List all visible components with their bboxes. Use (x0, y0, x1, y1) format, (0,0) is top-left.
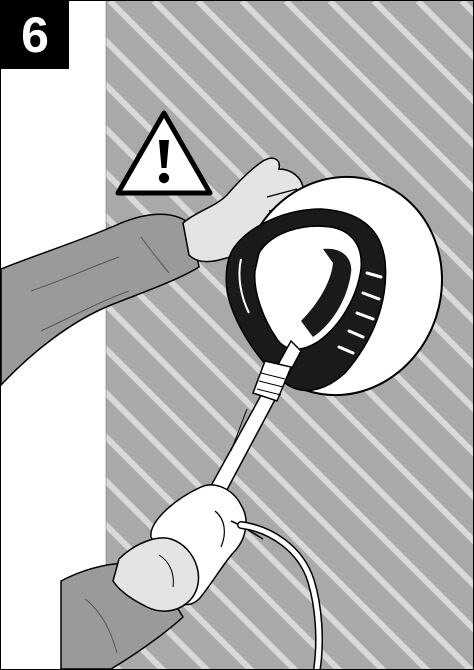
step-number-badge: 6 (1, 1, 69, 69)
